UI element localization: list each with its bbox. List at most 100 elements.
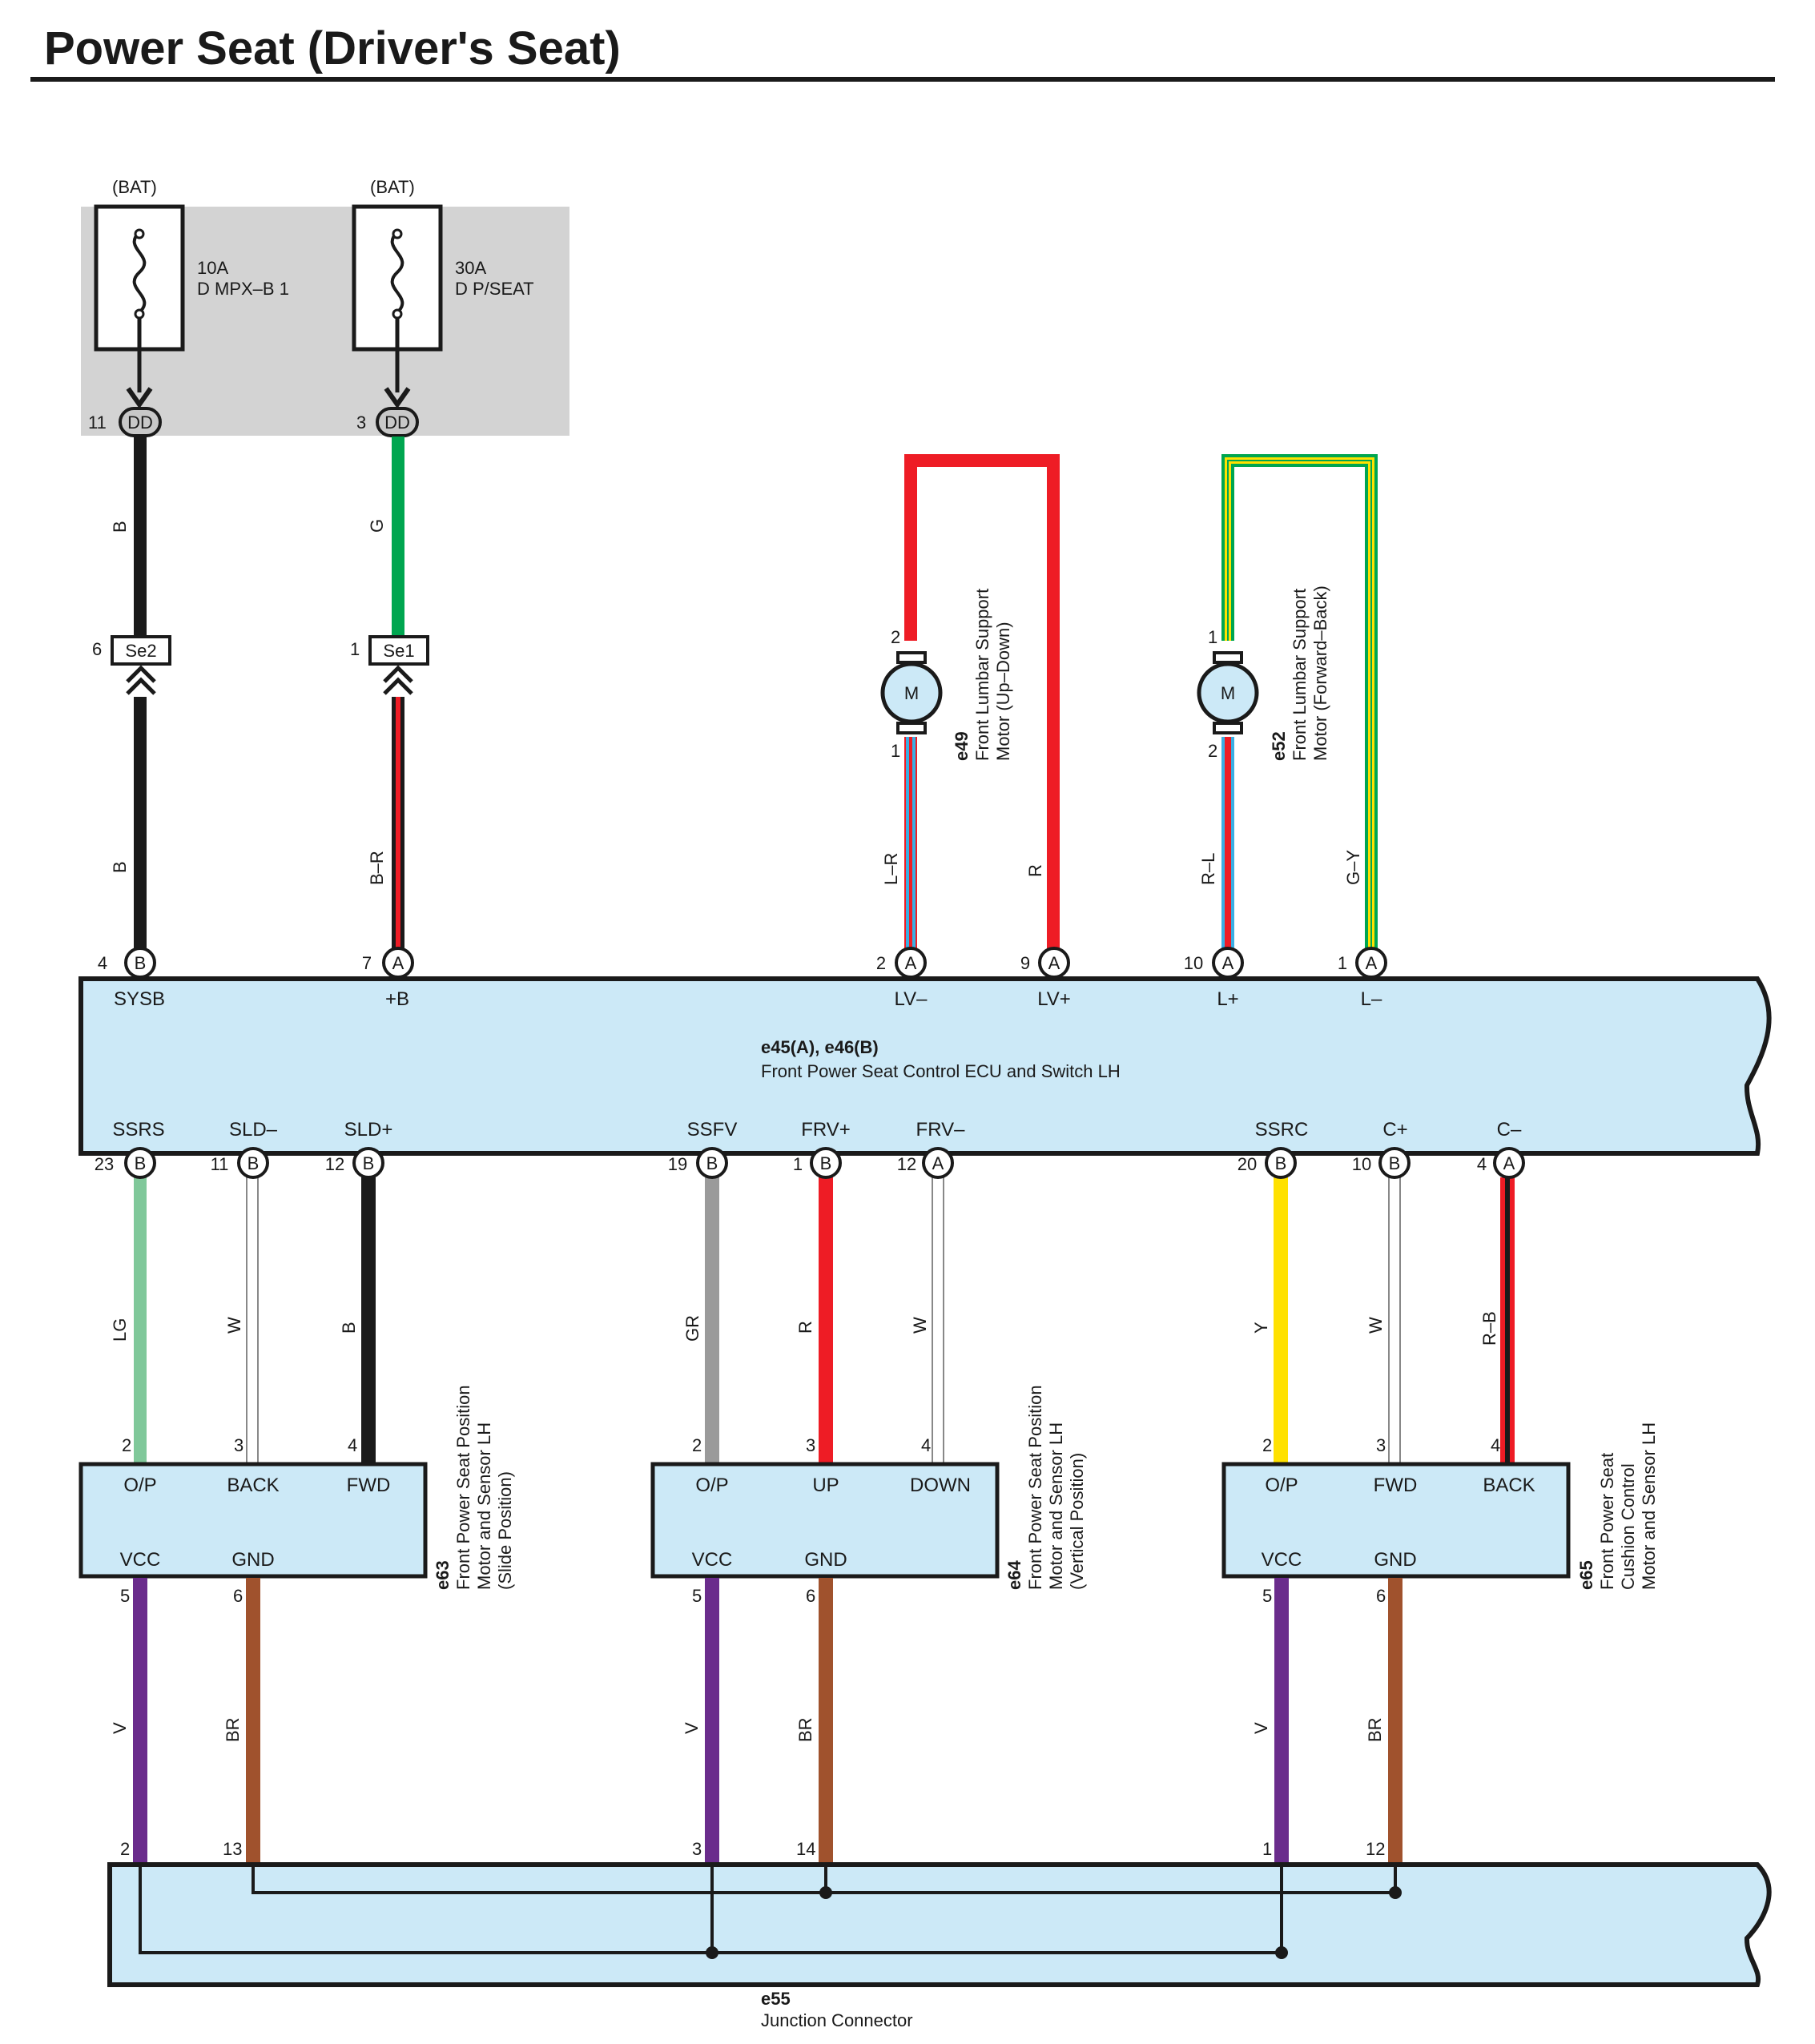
fuse-1-pin-bottom [134,308,145,320]
svg-text:A: A [1366,953,1378,973]
sensor-e65-body [1221,1462,1571,1579]
svg-text:2: 2 [122,1435,131,1455]
svg-text:Cushion Control: Cushion Control [1618,1463,1638,1590]
ecu-bottom-pin-ssfv: SSFV 19 B [668,1119,737,1179]
svg-text:6: 6 [233,1586,243,1606]
svg-text:VCC: VCC [120,1549,161,1571]
wire-r-label: R [1025,864,1045,877]
svg-text:GND: GND [1374,1549,1416,1571]
ecu-bottom-pin-ssrs: SSRS 23 B [95,1119,165,1179]
splice-se2-pin: 6 [92,639,102,659]
dd-connector-2-pin: 3 [356,412,366,433]
svg-text:C+: C+ [1382,1119,1407,1141]
wire-g-upper [392,437,404,635]
junction-node-e64-vcc [706,1946,718,1959]
svg-text:SLD–: SLD– [229,1119,278,1141]
ecu-top-pin-lv-minus: 2 A LV– [876,947,928,1010]
fuse-1-supply: (BAT) [112,177,157,197]
wire-w-frv-minus-label: W [910,1317,930,1334]
motor-e52-desc-2: Motor (Forward–Back) [1310,585,1330,761]
fuse-2: (BAT) 30A D P/SEAT [352,177,534,409]
wire-r-frv [819,1177,833,1464]
svg-text:BACK: BACK [1483,1475,1535,1496]
wire-br-e64-label: BR [795,1717,815,1742]
wire-r-l-label: R–L [1198,853,1218,885]
svg-text:4: 4 [1477,1154,1487,1174]
ecu-code: e45(A), e46(B) [761,1037,879,1057]
motor-e49-code: e49 [952,731,972,761]
junction-connector-box [107,1862,1772,1987]
wire-w-frv-minus [932,1177,944,1465]
fuse-2-rating: 30A [455,258,486,278]
svg-text:5: 5 [1262,1586,1272,1606]
svg-text:9: 9 [1020,953,1030,973]
svg-text:2: 2 [692,1435,702,1455]
junction-node-e64-gnd [819,1886,832,1899]
svg-text:GND: GND [804,1549,847,1571]
splice-se1-label: Se1 [383,641,414,661]
svg-text:1: 1 [1338,953,1347,973]
wire-l-r [904,737,917,961]
sensor-e64: 2 3 4 O/P UP DOWN VCC GND 5 6 e64 Front … [650,1385,1087,1606]
svg-text:Motor and Sensor LH: Motor and Sensor LH [1639,1422,1659,1590]
svg-text:3: 3 [234,1435,243,1455]
wire-gr [705,1177,719,1464]
svg-text:L–: L– [1361,988,1382,1010]
sensor-e63-body [78,1462,428,1579]
svg-text:C–: C– [1497,1119,1522,1141]
fuse-2-supply: (BAT) [370,177,415,197]
wire-br-e65 [1388,1578,1402,1865]
svg-text:A: A [392,953,404,973]
sensor-e63: 2 3 4 O/P BACK FWD VCC GND 5 6 e63 Front… [78,1385,515,1606]
wire-b-r-label: B–R [367,851,387,885]
ecu-bottom-pin-c-plus: C+ 10 B [1352,1119,1411,1179]
wire-b-sld-plus-label: B [339,1322,359,1334]
svg-text:4: 4 [1491,1435,1500,1455]
title-rule [30,77,1775,82]
ecu-box [78,976,1772,1156]
splice-se2-chevron-icon [126,665,156,695]
svg-text:12: 12 [325,1154,344,1174]
svg-text:4: 4 [921,1435,931,1455]
wire-lg-label: LG [110,1318,130,1342]
motor-e52: 1 M 2 e52 Front Lumbar Support Motor (Fo… [1197,585,1330,761]
svg-text:Front Power Seat Position: Front Power Seat Position [453,1385,473,1590]
wire-y-label: Y [1251,1322,1271,1334]
svg-text:(Vertical Position): (Vertical Position) [1067,1453,1087,1590]
motor-e52-symbol: M [1221,683,1235,703]
svg-text:6: 6 [806,1586,815,1606]
svg-text:(Slide Position): (Slide Position) [495,1471,515,1590]
motor-e49-pin-bottom: 1 [891,741,900,761]
ecu-bottom-pin-frv-minus: FRV– 12 A [897,1119,965,1179]
ecu-top-pin-sysb: 4 B SYSB [98,947,165,1010]
sensor-e64-body [650,1462,1000,1579]
motor-e52-desc-1: Front Lumbar Support [1290,589,1310,761]
svg-text:B: B [706,1153,718,1173]
dd-connector-2-label: DD [384,412,410,433]
svg-text:A: A [1048,953,1060,973]
wire-g-upper-label: G [367,519,387,533]
wire-w-sld-minus [246,1177,259,1465]
ecu-name: Front Power Seat Control ECU and Switch … [761,1061,1121,1081]
svg-text:4: 4 [348,1435,357,1455]
junction-code: e55 [761,1989,791,2009]
wire-r-frv-label: R [795,1321,815,1334]
svg-text:11: 11 [211,1154,229,1174]
svg-text:6: 6 [1376,1586,1386,1606]
svg-text:1: 1 [793,1154,803,1174]
svg-text:SLD+: SLD+ [344,1119,393,1141]
svg-text:UP: UP [812,1475,839,1496]
motor-e49-symbol: M [904,683,919,703]
fuse-2-arrow-icon [384,387,411,409]
motor-e49-desc-2: Motor (Up–Down) [993,622,1013,761]
wire-w-sld-minus-label: W [224,1317,244,1334]
ecu-top-pin-l-minus: 1 A L– [1338,947,1387,1010]
ecu-bottom-pin-frv-plus: FRV+ 1 B [793,1119,851,1179]
fuse-2-pin-bottom [392,308,403,320]
svg-text:4: 4 [98,953,107,973]
splice-se2: 6 Se2 [92,635,171,695]
svg-text:Front Power Seat Position: Front Power Seat Position [1025,1385,1045,1590]
fuse-2-pin-top [392,228,403,239]
junction-node-e65-vcc [1275,1946,1288,1959]
